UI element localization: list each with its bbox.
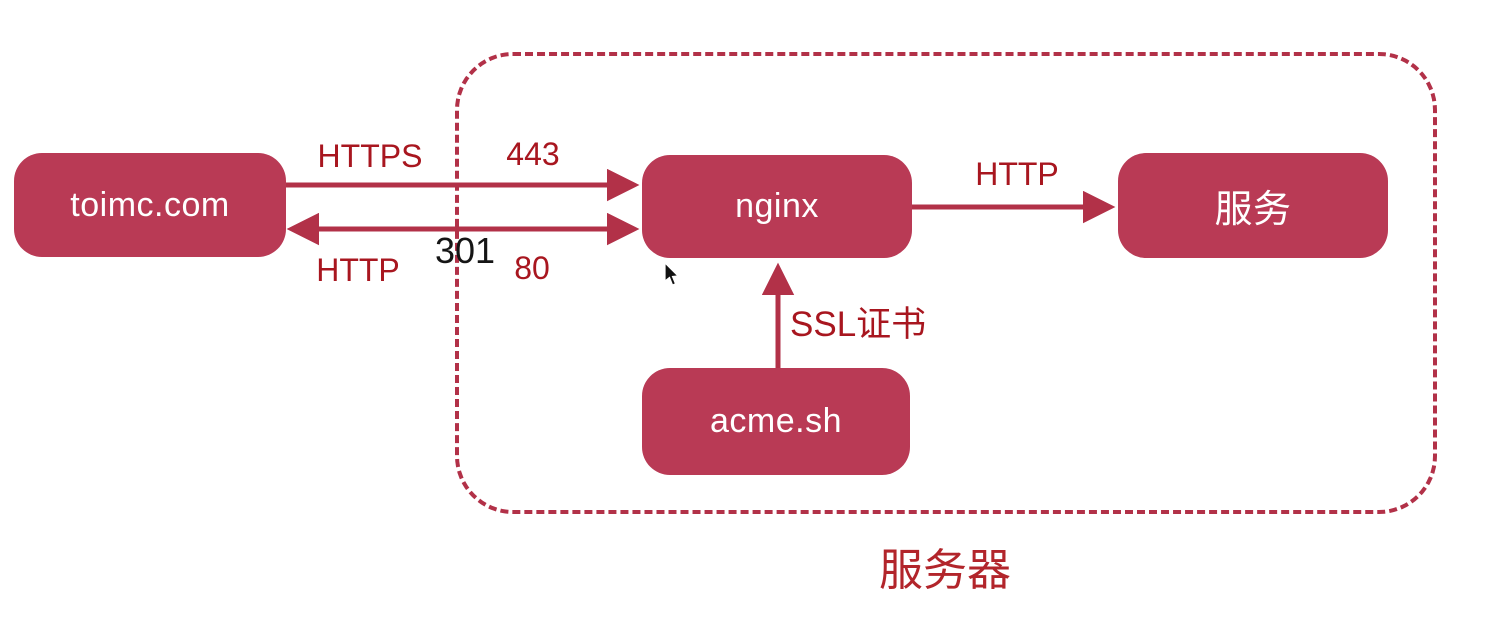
http-port-label: 80: [514, 250, 550, 286]
node-nginx: nginx: [642, 155, 912, 258]
https-port-label: 443: [506, 136, 560, 172]
node-toimc-client: toimc.com: [14, 153, 286, 257]
server-group-label: 服务器: [879, 546, 1011, 595]
redirect-status-label: 301: [434, 230, 496, 271]
node-service-label: 服务: [1214, 189, 1292, 231]
ssl-cert-label: SSL证书: [790, 305, 927, 344]
upstream-protocol-label: HTTP: [975, 156, 1059, 192]
node-nginx-label: nginx: [735, 187, 819, 225]
server-group-boundary: [455, 52, 1437, 514]
https-protocol-label: HTTPS: [317, 138, 423, 174]
node-acme-sh: acme.sh: [642, 368, 910, 475]
mouse-cursor-icon: [664, 262, 680, 286]
node-service: 服务: [1118, 153, 1388, 258]
http-protocol-label: HTTP: [316, 252, 400, 288]
node-acme-label: acme.sh: [710, 402, 842, 440]
node-toimc-label: toimc.com: [70, 185, 230, 224]
